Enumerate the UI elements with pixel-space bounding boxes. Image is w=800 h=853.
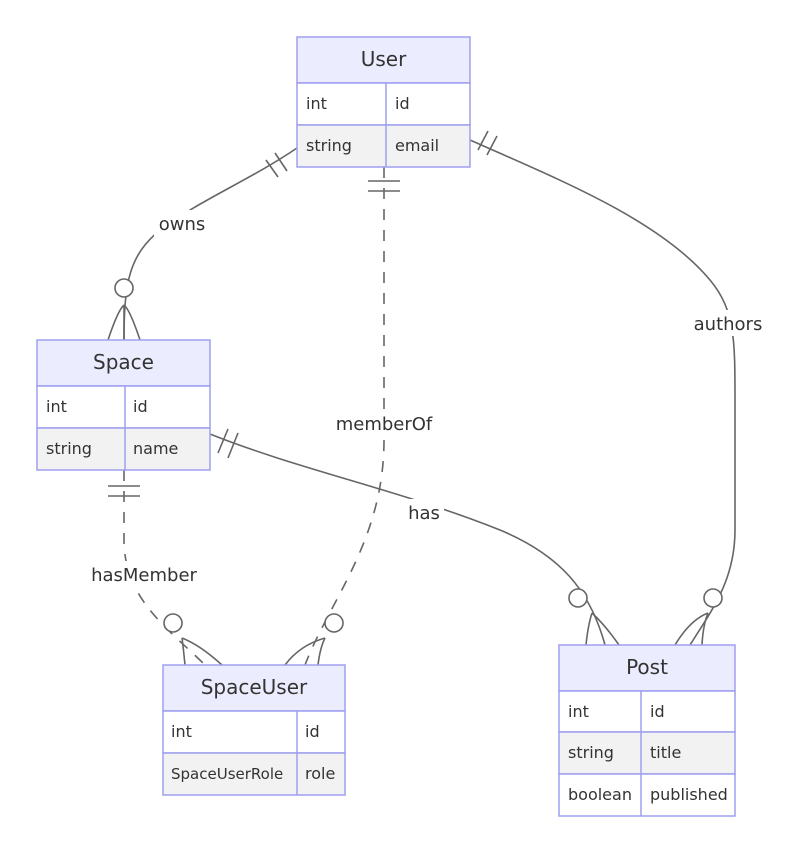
cardinality-many-memberOf-spaceuser (284, 613, 344, 666)
edge-memberOf (304, 167, 385, 666)
svg-text:authors: authors (694, 314, 763, 335)
attr-type: boolean (568, 785, 632, 804)
entity-post: Post int id string title boolean publish… (558, 644, 736, 817)
attr-type: string (568, 743, 614, 762)
entity-user: User int id string email (296, 36, 471, 168)
attr-type: int (306, 94, 327, 113)
entity-title: User (361, 47, 407, 71)
table-row (36, 427, 211, 471)
label-has: has (404, 499, 444, 525)
cardinality-one-authors-user (477, 130, 498, 156)
entity-spaceuser: SpaceUser int id SpaceUserRole role (162, 664, 346, 796)
table-row (558, 690, 736, 733)
svg-text:memberOf: memberOf (336, 414, 433, 435)
attr-type: int (568, 702, 589, 721)
cardinality-one-has-space (217, 428, 239, 459)
attr-type: int (171, 722, 192, 741)
svg-text:has: has (408, 503, 440, 524)
entity-title: Space (93, 350, 154, 374)
label-owns: owns (154, 210, 210, 236)
table-row (162, 710, 346, 754)
attr-name: id (305, 722, 320, 741)
entity-title: Post (626, 655, 668, 679)
attr-name: id (650, 702, 665, 721)
label-authors: authors (688, 310, 768, 336)
cardinality-one-memberOf-user (368, 180, 400, 192)
attr-name: email (395, 136, 439, 155)
attr-type: string (306, 136, 352, 155)
entity-space: Space int id string name (36, 339, 211, 471)
label-hasMember: hasMember (84, 561, 204, 587)
table-row (296, 82, 471, 126)
attr-type: int (46, 397, 67, 416)
cardinality-many-hasMember-spaceuser (163, 613, 223, 666)
table-row (296, 124, 471, 168)
cardinality-one-owns-user (265, 152, 288, 178)
attr-name: id (395, 94, 410, 113)
table-row (162, 752, 346, 796)
attr-name: title (650, 743, 681, 762)
attr-type: SpaceUserRole (171, 765, 283, 783)
cardinality-many-authors-post (674, 588, 723, 646)
svg-text:hasMember: hasMember (91, 565, 197, 586)
entity-title: SpaceUser (201, 675, 308, 699)
svg-text:owns: owns (159, 214, 206, 235)
attr-name: id (133, 397, 148, 416)
label-memberOf: memberOf (330, 410, 438, 436)
attr-name: name (133, 439, 178, 458)
cardinality-many-has-post (568, 588, 620, 646)
edge-owns (123, 147, 298, 341)
attr-type: string (46, 439, 92, 458)
table-row (558, 731, 736, 775)
table-row (36, 385, 211, 429)
edge-has (209, 433, 606, 646)
edge-authors (469, 139, 736, 646)
cardinality-many-owns-space (107, 278, 141, 341)
attr-name: published (650, 785, 728, 804)
attr-name: role (305, 764, 335, 783)
cardinality-one-hasMember-space (108, 485, 140, 497)
table-row (558, 773, 736, 817)
